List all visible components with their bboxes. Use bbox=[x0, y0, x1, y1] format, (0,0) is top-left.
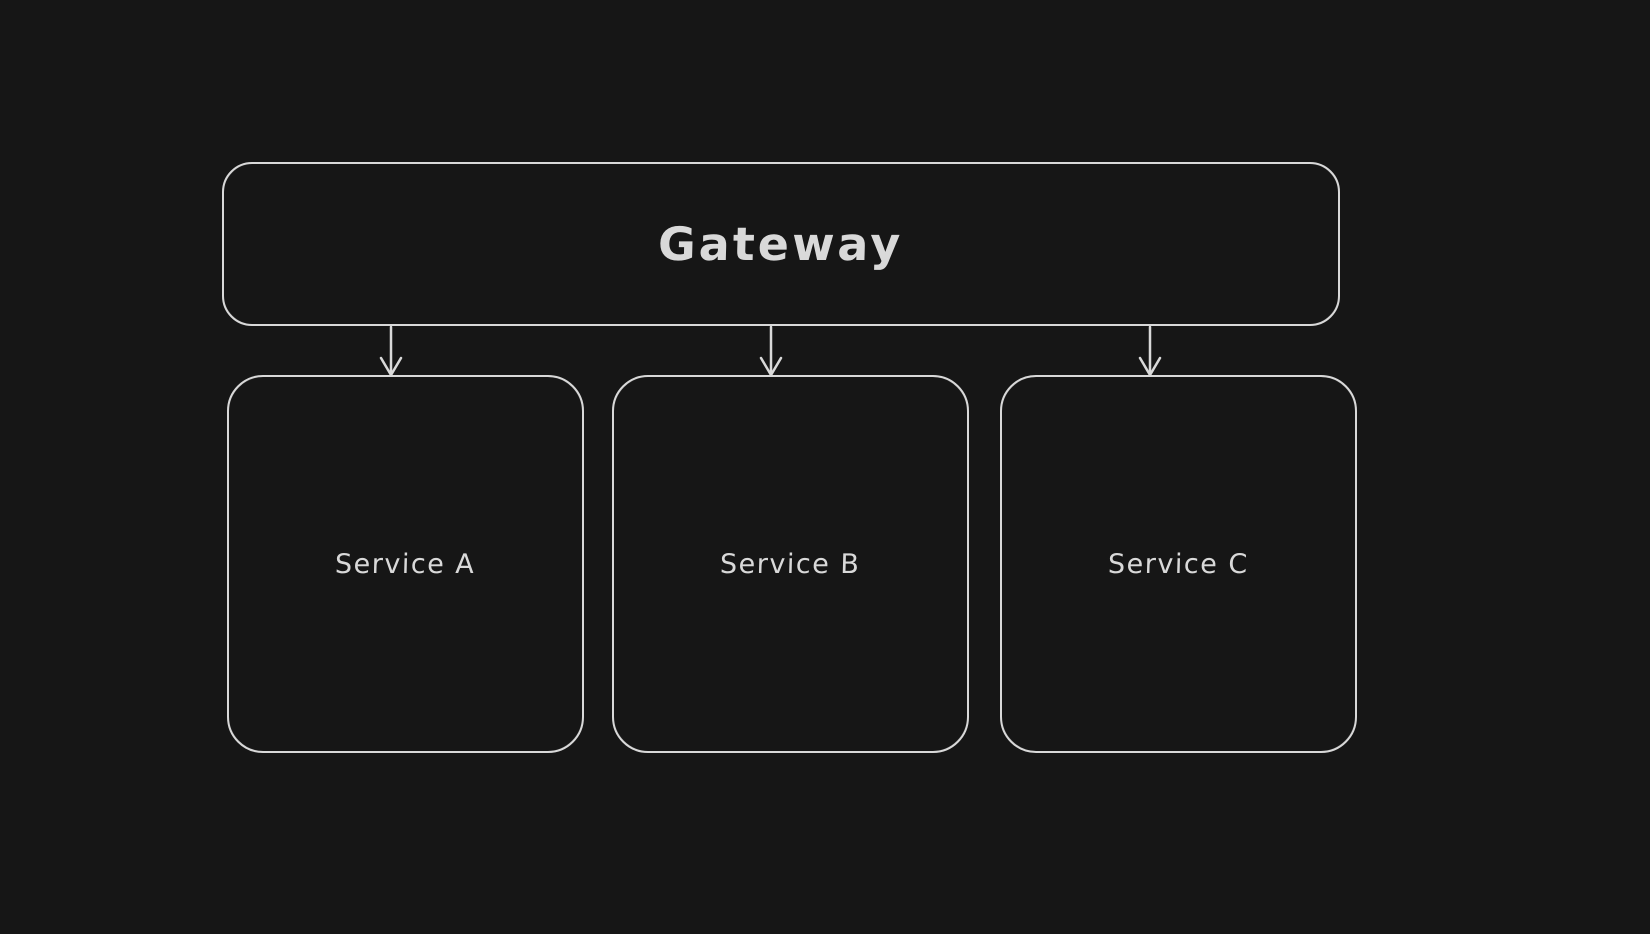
arrow-gateway-to-service-b-icon bbox=[759, 326, 783, 377]
gateway-node: Gateway bbox=[222, 162, 1340, 326]
arrow-gateway-to-service-a-icon bbox=[379, 326, 403, 377]
gateway-label: Gateway bbox=[657, 217, 905, 271]
service-c-label: Service C bbox=[1107, 548, 1250, 580]
service-c-node: Service C bbox=[1000, 375, 1357, 753]
service-a-node: Service A bbox=[227, 375, 584, 753]
service-a-label: Service A bbox=[334, 548, 477, 580]
service-b-node: Service B bbox=[612, 375, 969, 753]
service-b-label: Service B bbox=[719, 548, 862, 580]
arrow-gateway-to-service-c-icon bbox=[1138, 326, 1162, 377]
